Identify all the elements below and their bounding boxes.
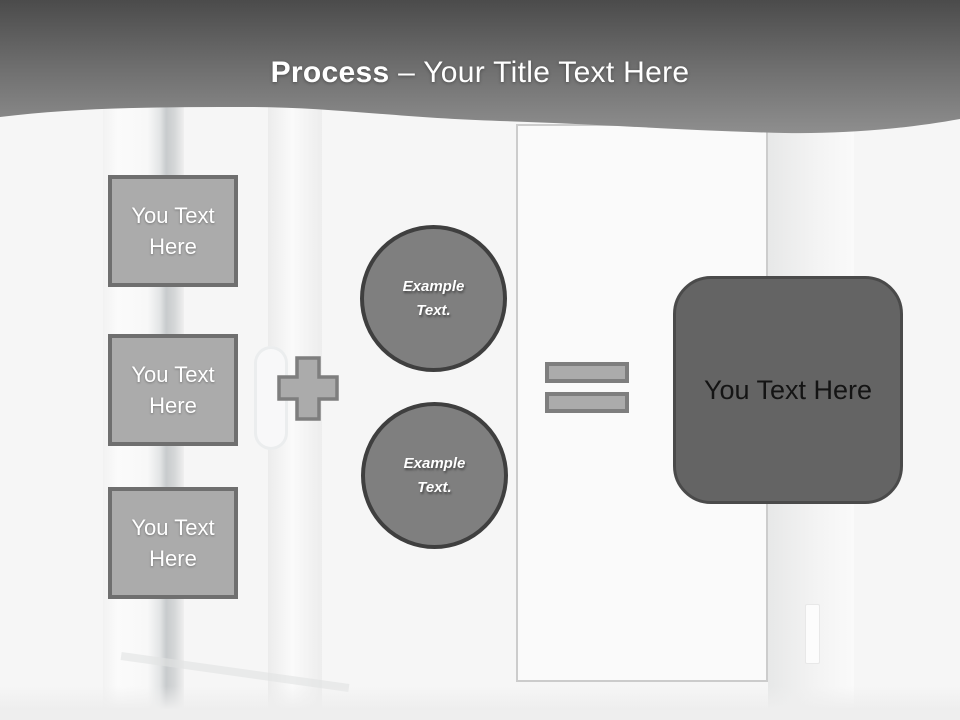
step-box-label: You Text Here: [131, 203, 215, 259]
window-latch: [805, 604, 820, 664]
title-keyword: Process: [270, 56, 390, 89]
step-box-label: You Text Here: [131, 362, 215, 418]
equals-bar-top: [545, 362, 629, 383]
equals-icon: [545, 362, 629, 422]
result-label: You Text Here: [703, 374, 873, 405]
window-sill: [0, 686, 960, 720]
header-banner-wave: [0, 0, 960, 134]
circle-label: Example Text.: [403, 454, 466, 496]
process-step-box-1[interactable]: You Text Here: [108, 175, 238, 287]
title-subtitle: – Your Title Text Here: [398, 56, 690, 89]
step-box-label: You Text Here: [131, 515, 215, 571]
equals-bar-bottom: [545, 392, 629, 413]
process-step-box-2[interactable]: You Text Here: [108, 334, 238, 446]
result-box[interactable]: You Text Here: [673, 276, 903, 504]
plus-icon: [277, 356, 339, 421]
process-step-box-3[interactable]: You Text Here: [108, 487, 238, 599]
circle-label: Example Text.: [402, 277, 465, 319]
example-circle-2[interactable]: Example Text.: [361, 402, 508, 549]
example-circle-1[interactable]: Example Text.: [360, 225, 507, 372]
slide-title[interactable]: Process – Your Title Text Here: [0, 56, 960, 90]
